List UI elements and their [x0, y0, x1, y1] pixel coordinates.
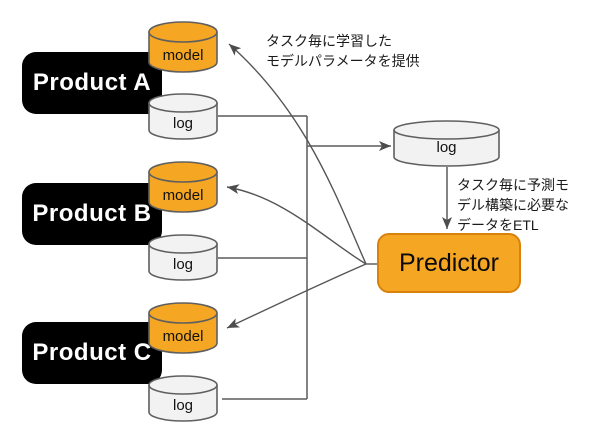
- product-c-log-db: log: [148, 375, 218, 423]
- database-cylinder-icon: [148, 234, 218, 281]
- database-cylinder-icon: [148, 161, 218, 213]
- note-etl: タスク毎に予測モ デル構築に必要な データをETL: [457, 175, 569, 235]
- product-b-label: Product B: [32, 200, 152, 227]
- predictor-box: Predictor: [377, 233, 521, 293]
- note-etl-line1: タスク毎に予測モ: [457, 177, 569, 193]
- note-model-params-line2: モデルパラメータを提供: [266, 53, 420, 69]
- product-b-log-db: log: [148, 234, 218, 282]
- product-a-log-label: log: [172, 115, 194, 132]
- product-b-model-label: model: [162, 187, 204, 204]
- product-c-log-label: log: [172, 397, 194, 414]
- note-etl-line2: デル構築に必要な: [457, 197, 569, 213]
- database-cylinder-icon: [393, 120, 500, 167]
- database-cylinder-icon: [148, 375, 218, 422]
- central-log-label: log: [436, 139, 457, 156]
- note-model-params: タスク毎に学習した モデルパラメータを提供: [266, 31, 420, 71]
- predictor-label: Predictor: [398, 248, 500, 277]
- database-cylinder-icon: [148, 21, 218, 73]
- product-b-model-db: model: [148, 161, 218, 214]
- arrow-predictor-to-model-c: [226, 263, 367, 329]
- product-b-box: Product B: [22, 183, 162, 245]
- product-a-model-db: model: [148, 21, 218, 74]
- product-c-box: Product C: [22, 322, 162, 384]
- product-c-label: Product C: [32, 339, 152, 366]
- arrow-predictor-to-model-b: [226, 184, 367, 265]
- product-a-model-label: model: [162, 47, 204, 64]
- product-a-label: Product A: [32, 69, 152, 96]
- product-a-box: Product A: [22, 52, 162, 114]
- arrow-predictor-to-model-a: [228, 43, 367, 265]
- product-b-log-label: log: [172, 256, 194, 273]
- product-a-log-db: log: [148, 93, 218, 141]
- database-cylinder-icon: [148, 302, 218, 354]
- database-cylinder-icon: [148, 93, 218, 140]
- product-c-model-db: model: [148, 302, 218, 355]
- central-log-db: log: [393, 120, 500, 168]
- note-etl-line3: データをETL: [457, 217, 539, 233]
- note-model-params-line1: タスク毎に学習した: [266, 33, 392, 49]
- product-c-model-label: model: [162, 328, 204, 345]
